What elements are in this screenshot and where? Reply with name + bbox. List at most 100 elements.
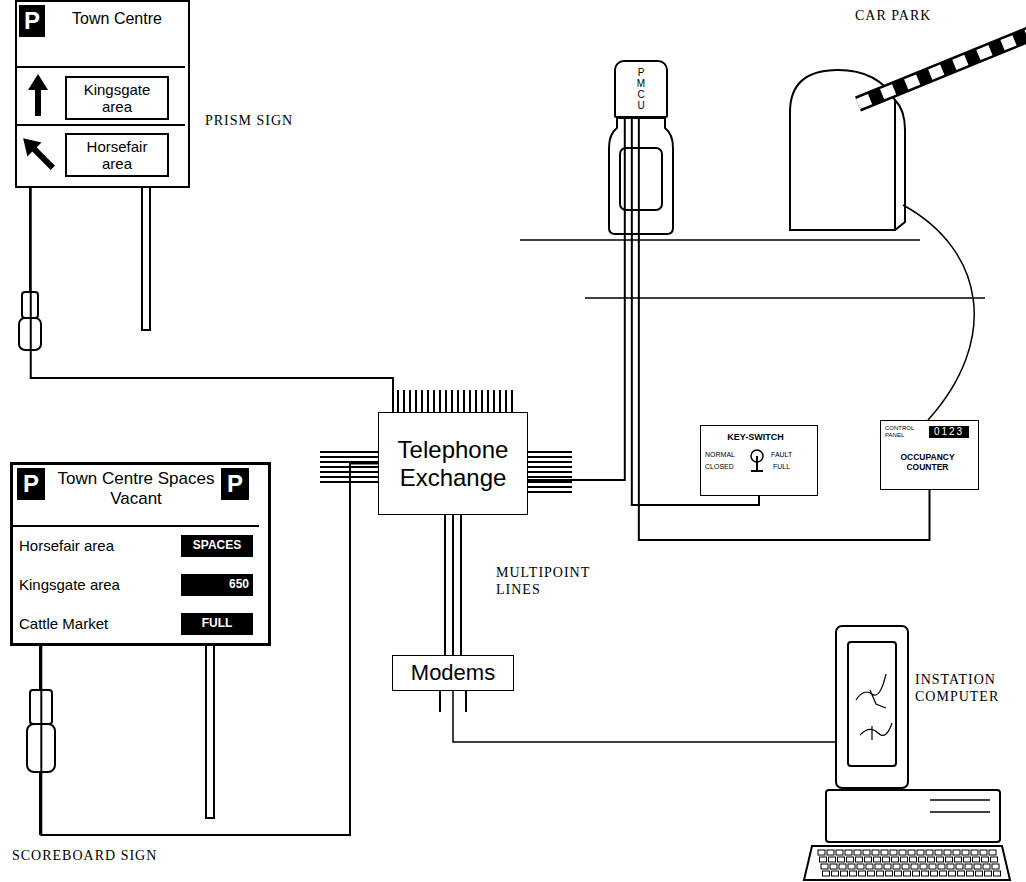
key	[980, 850, 987, 855]
key	[994, 871, 1001, 876]
key	[947, 864, 954, 869]
key	[956, 864, 963, 869]
screen-map	[856, 674, 892, 740]
key	[892, 857, 899, 862]
exchange-line	[528, 466, 572, 468]
exchange-line	[493, 390, 495, 412]
key	[991, 857, 998, 862]
key	[935, 850, 942, 855]
sign-mark	[16, 131, 60, 175]
sign-mark	[751, 470, 763, 472]
computer-link	[453, 691, 838, 742]
key	[940, 871, 947, 876]
exchange-line	[528, 471, 572, 473]
key	[874, 857, 881, 862]
node-text: OCCUPANCY COUNTER	[881, 453, 974, 473]
node-text: CLOSED	[705, 463, 734, 471]
exchange-line	[528, 451, 572, 453]
exchange-line	[427, 390, 429, 412]
system-unit	[826, 790, 1000, 842]
key	[884, 864, 891, 869]
exchange-line	[451, 390, 453, 412]
exchange-line	[403, 390, 405, 412]
exchange-line	[528, 491, 572, 493]
area-box: Kingsgate area	[65, 76, 169, 120]
monitor	[836, 626, 908, 788]
pmcu-box: PMCU	[614, 60, 668, 118]
key	[985, 871, 992, 876]
key	[958, 871, 965, 876]
key	[829, 857, 836, 862]
exchange-line	[445, 390, 447, 412]
exchange-line	[499, 390, 501, 412]
parking-symbol: P	[221, 468, 249, 500]
exchange-line	[320, 456, 378, 458]
exchange-line	[320, 451, 378, 453]
road-line	[585, 297, 985, 299]
monitor-screen	[848, 642, 896, 766]
sign-mark	[28, 74, 48, 116]
key	[836, 850, 843, 855]
key	[937, 857, 944, 862]
exchange-lines	[320, 390, 572, 492]
exchange-line	[421, 390, 423, 412]
key	[895, 871, 902, 876]
exchange-line	[415, 390, 417, 412]
phone-line	[452, 515, 454, 655]
sign-mark	[17, 124, 185, 126]
exchange-line	[528, 476, 572, 478]
sign-caption: SCOREBOARD SIGN	[12, 848, 157, 865]
occupancy-counter-box: CONTROL PANEL0123OCCUPANCY COUNTER	[880, 420, 979, 490]
key	[865, 857, 872, 862]
key	[965, 864, 972, 869]
drive-slot	[930, 799, 990, 801]
sign-mark	[13, 525, 259, 527]
exchange-line	[528, 486, 572, 488]
pmcu-body	[609, 118, 673, 234]
exchange-line	[463, 390, 465, 412]
lines-caption: MULTIPOINT LINES	[496, 565, 596, 599]
key	[913, 871, 920, 876]
key	[883, 857, 890, 862]
computer-caption: INSTATION COMPUTER	[915, 672, 1020, 706]
phone-line	[528, 118, 625, 480]
key	[931, 871, 938, 876]
key	[989, 850, 996, 855]
node-text: KEY-SWITCH	[701, 432, 810, 442]
key	[922, 871, 929, 876]
key	[848, 864, 855, 869]
key	[830, 864, 837, 869]
modems-box: Modems	[392, 655, 514, 691]
pmcu-panel	[620, 148, 662, 210]
key	[881, 850, 888, 855]
key	[857, 864, 864, 869]
key	[920, 864, 927, 869]
key	[827, 850, 834, 855]
key	[868, 871, 875, 876]
node-text: Kingsgate area	[71, 81, 163, 116]
node-text: NORMAL	[705, 451, 735, 459]
exchange-line	[433, 390, 435, 412]
node-text: 0123	[929, 426, 969, 438]
area-box: Horsefair area	[65, 133, 169, 177]
counter-cable	[903, 205, 974, 420]
key-switch-box: KEY-SWITCHNORMALFAULTCLOSEDFULL	[700, 425, 818, 496]
key	[832, 871, 839, 876]
key	[944, 850, 951, 855]
phone-line	[31, 188, 393, 412]
value-box: 650	[181, 574, 253, 596]
exchange-line	[528, 481, 572, 483]
key	[992, 864, 999, 869]
key	[938, 864, 945, 869]
value-box: FULL	[181, 613, 253, 635]
key	[911, 864, 918, 869]
key	[967, 871, 974, 876]
key	[893, 864, 900, 869]
node-text: Cattle Market	[19, 615, 108, 632]
keyboard-keys	[818, 850, 1001, 876]
key	[946, 857, 953, 862]
exchange-line	[409, 390, 411, 412]
key	[928, 857, 935, 862]
key	[983, 864, 990, 869]
